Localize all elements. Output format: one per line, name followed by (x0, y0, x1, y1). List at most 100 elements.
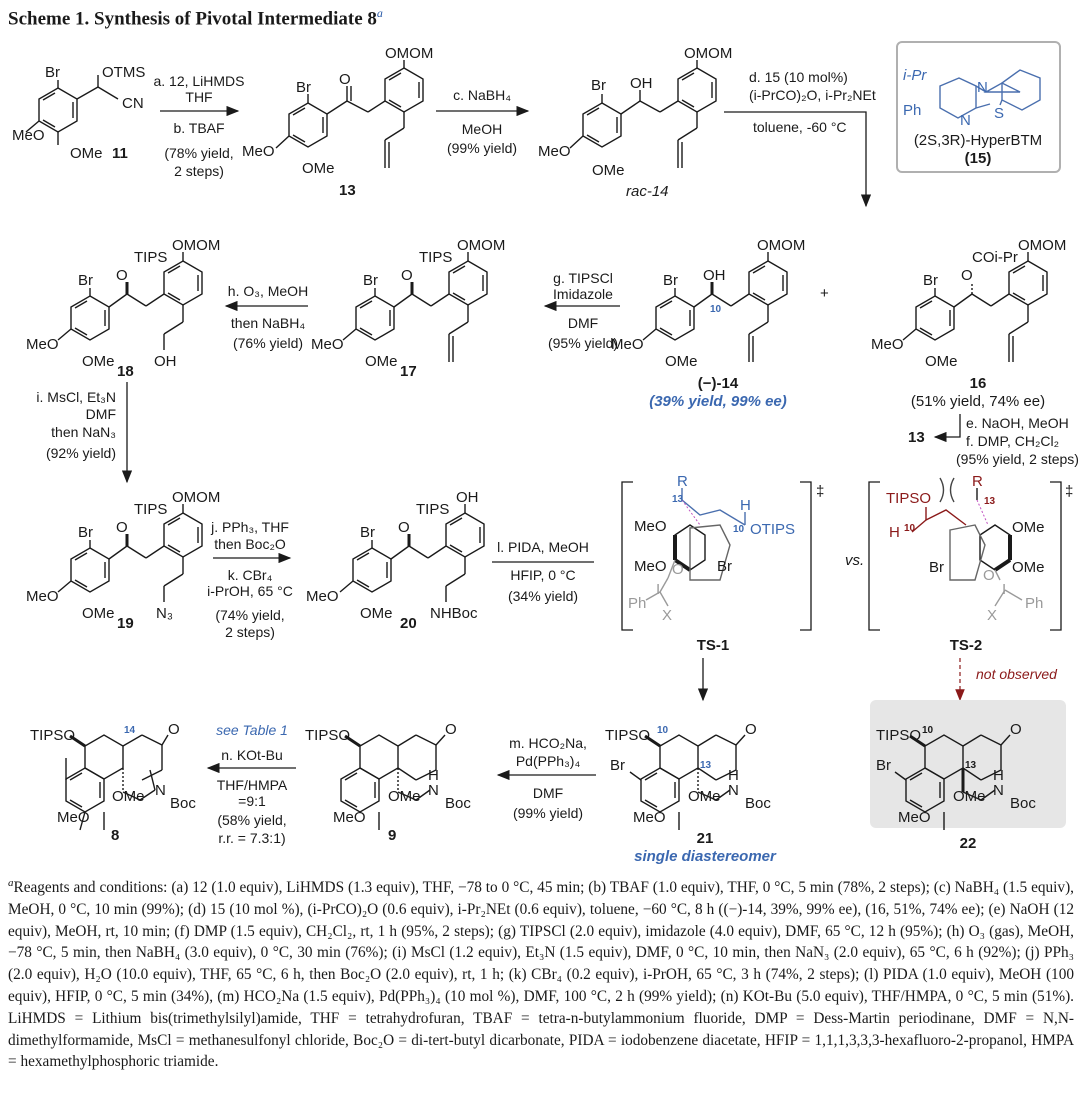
atom-label: Br (929, 559, 944, 576)
see-table-link[interactable]: see Table 1 (216, 722, 288, 738)
compound-9: TIPSO O H N Boc OMe MeO 9 (305, 721, 471, 844)
atom-label: MeO (12, 127, 45, 144)
reaction-arrow-jk: j. PPh₃, THF then Boc₂O k. CBr₄ i-PrOH, … (207, 519, 293, 640)
atom-label: O (445, 721, 457, 738)
atom-number: 10 (922, 725, 934, 736)
reaction-arrow-g: g. TIPSCl Imidazole DMF (95% yield) (543, 270, 620, 351)
atom-label: H (728, 767, 739, 784)
atom-label: O (745, 721, 757, 738)
compound-label: 11 (112, 145, 128, 162)
atom-label: Br (78, 524, 93, 541)
atom-label: MeO (26, 588, 59, 605)
compound-label: TS-2 (950, 637, 983, 654)
atom-label: S (994, 105, 1004, 122)
atom-label: R (972, 473, 983, 490)
reaction-scheme: Br OTMS CN MeO OMe 11 a. 12, LiHMDS THF … (12, 41, 1079, 865)
compound-13: Br O OMOM MeO OMe 13 (242, 45, 433, 199)
atom-label: CN (122, 95, 144, 112)
condition-text: Imidazole (553, 286, 613, 302)
atom-label: N (977, 79, 988, 96)
atom-label: Br (610, 757, 625, 774)
compound-label: 20 (400, 615, 417, 632)
reaction-arrow-i: i. MsCl, Et₃N DMF then NaN₃ (92% yield) (36, 382, 133, 484)
compound-label: 13 (339, 182, 356, 199)
condition-text: f. DMP, CH₂Cl₂ (966, 433, 1059, 449)
atom-label: OMe (665, 353, 698, 370)
compound-20: Br O TIPS OH MeO OMe 20 NHBoc (306, 489, 485, 632)
condition-text: c. NaBH₄ (453, 87, 511, 103)
condition-text: k. CBr₄ (228, 567, 273, 583)
condition-text: then NaN₃ (51, 424, 116, 440)
condition-text: (78% yield, (164, 145, 233, 161)
atom-label: MeO (333, 809, 366, 826)
atom-label: MeO (311, 336, 344, 353)
condition-text: (95% yield) (548, 335, 618, 351)
condition-text: (99% yield) (513, 805, 583, 821)
atom-label: Ph (903, 102, 921, 119)
atom-label: MeO (634, 558, 667, 575)
atom-label: TIPSO (886, 490, 931, 507)
atom-label: H (889, 524, 900, 541)
compound-19: Br O TIPS OMOM MeO OMe 19 N₃ (26, 489, 220, 632)
reaction-arrow-ab: a. 12, LiHMDS THF b. TBAF (78% yield, 2 … (153, 73, 244, 179)
reaction-arrow-n: see Table 1 n. KOt-Bu THF/HMPA =9:1 (58%… (206, 722, 296, 846)
condition-text: then Boc₂O (214, 536, 286, 552)
footnote-marker: a (8, 877, 14, 889)
atom-label: MeO (871, 336, 904, 353)
atom-label: Br (363, 272, 378, 289)
atom-label: OH (703, 267, 726, 284)
atom-label: TIPSO (30, 727, 75, 744)
atom-label: Br (591, 77, 606, 94)
atom-label: O (339, 71, 351, 88)
yield-highlight: (39% yield, 99% ee) (649, 393, 787, 410)
atom-label: OH (630, 75, 653, 92)
atom-label: COi-Pr (972, 249, 1018, 266)
condition-text: i-PrOH, 65 °C (207, 583, 293, 599)
reaction-arrow-h: h. O₃, MeOH then NaBH₄ (76% yield) (224, 283, 308, 351)
compound-label: (−)-14 (698, 375, 739, 392)
compound-label: 17 (400, 363, 417, 380)
atom-label: O (401, 267, 413, 284)
condition-text: THF/HMPA (217, 777, 288, 793)
atom-number: 10 (904, 523, 916, 534)
atom-label: OMe (82, 353, 115, 370)
compound-21: TIPSO 10 Br 13 O H N Boc OMe MeO 21 sing… (605, 721, 777, 865)
condition-text: n. KOt-Bu (221, 747, 282, 763)
atom-label: TIPS (134, 501, 167, 518)
atom-label: OTMS (102, 64, 145, 81)
condition-text: (58% yield, (217, 812, 286, 828)
condition-text: MeOH (462, 121, 502, 137)
atom-label: O (672, 561, 684, 578)
versus-label: vs. (845, 552, 864, 569)
condition-text: (34% yield) (508, 588, 578, 604)
atom-label: H (740, 497, 751, 514)
atom-label: X (662, 607, 672, 624)
compound-label: 9 (388, 827, 396, 844)
compound-rac-14: Br OH OMOM MeO OMe rac-14 (538, 45, 732, 200)
atom-label: Ph (1025, 595, 1043, 612)
atom-label: R (677, 473, 688, 490)
atom-label: OMe (70, 145, 103, 162)
atom-label: Br (45, 64, 60, 81)
atom-label: Boc (1010, 795, 1036, 812)
atom-label: OMe (688, 788, 721, 805)
compound-label: 19 (117, 615, 134, 632)
reaction-arrow-ef: 13 e. NaOH, MeOH f. DMP, CH₂Cl₂ (95% yie… (908, 414, 1079, 467)
atom-label: Br (663, 272, 678, 289)
atom-number: 14 (124, 725, 136, 736)
transition-state-2: ‡ TIPSO H 10 R 13 OMe OMe Br O I Ph X TS… (868, 473, 1073, 654)
condition-text: i. MsCl, Et₃N (36, 389, 116, 405)
condition-text: d. 15 (10 mol%) (749, 69, 848, 85)
condition-text: a. 12, LiHMDS (153, 73, 244, 89)
atom-label: OMe (302, 160, 335, 177)
atom-label: TIPSO (605, 727, 650, 744)
atom-number: 10 (710, 304, 722, 315)
atom-number: 13 (984, 496, 996, 507)
atom-number: 10 (657, 725, 669, 736)
atom-label: O (116, 519, 128, 536)
atom-label: N₃ (156, 605, 173, 622)
atom-label: OMOM (757, 237, 805, 254)
atom-label: i-Pr (903, 67, 927, 84)
atom-label: TIPS (134, 249, 167, 266)
atom-label: Br (296, 79, 311, 96)
